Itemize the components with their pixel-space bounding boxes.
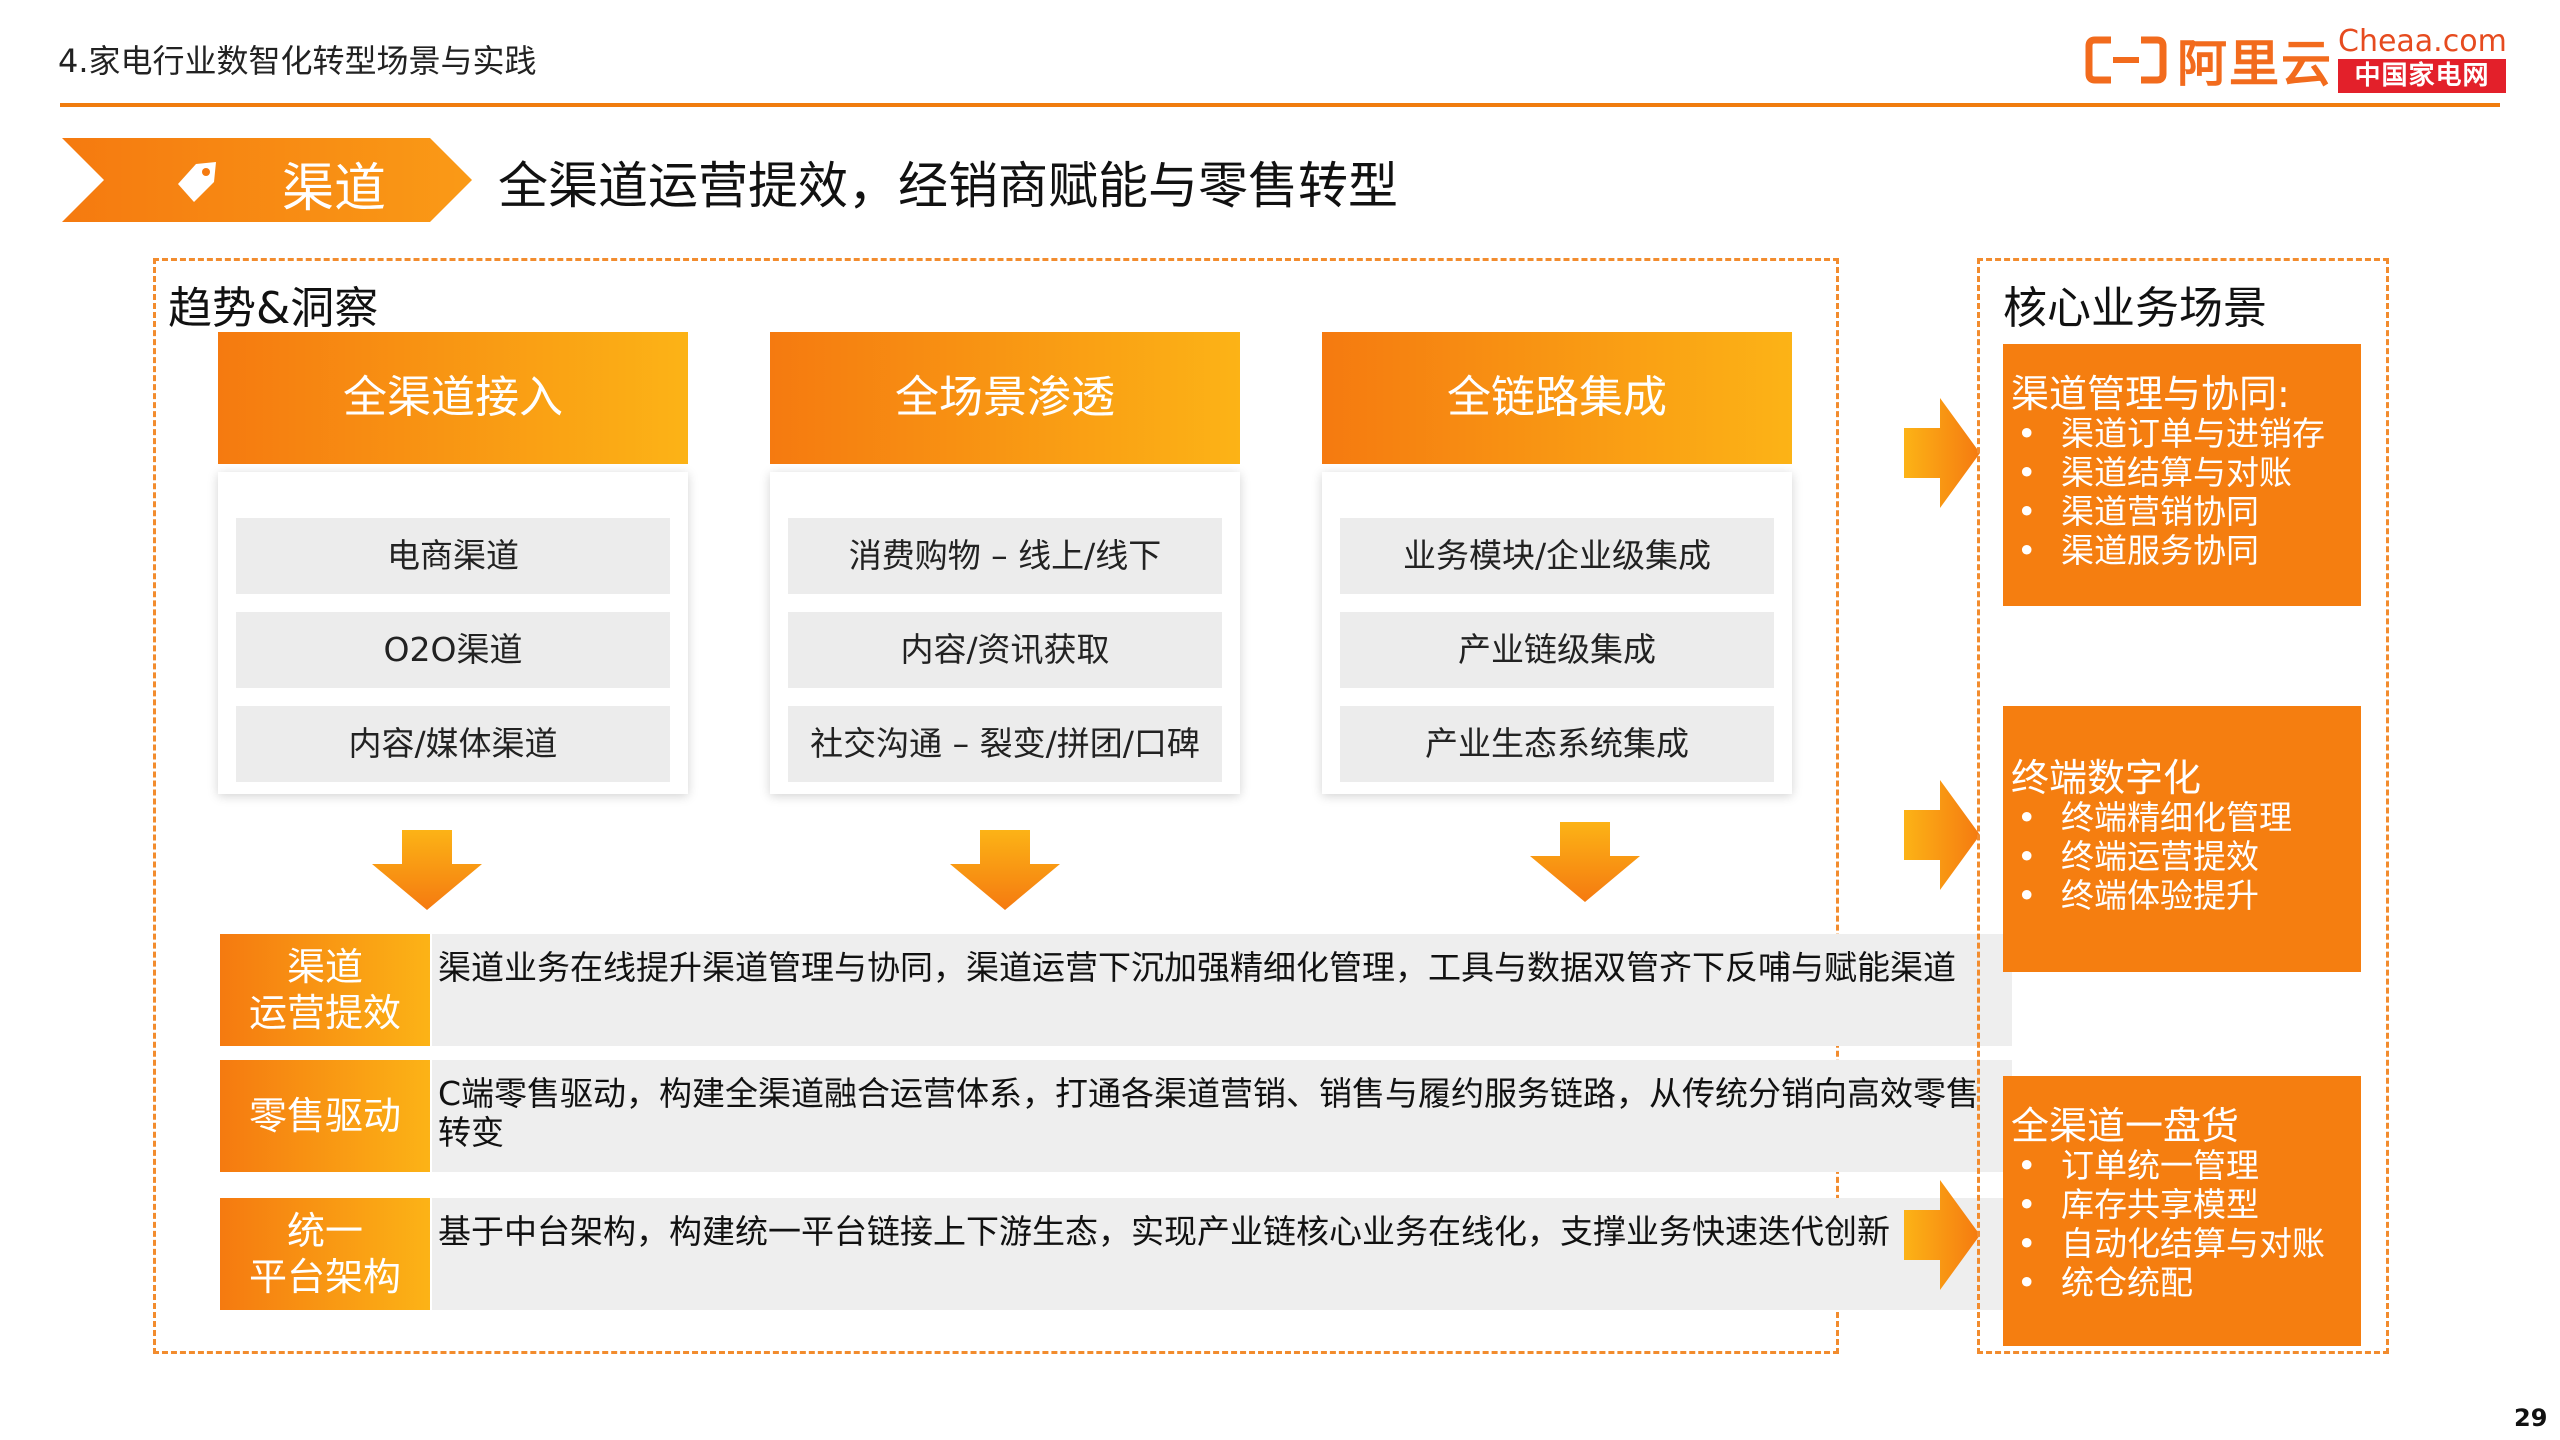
scene-card-3-item: 自动化结算与对账 bbox=[2011, 1224, 2353, 1263]
header-divider bbox=[60, 103, 2500, 107]
column-card-1: 电商渠道 O2O渠道 内容/媒体渠道 bbox=[218, 472, 688, 794]
column-3-item-2: 产业链级集成 bbox=[1340, 612, 1774, 688]
column-2-item-1: 消费购物 – 线上/线下 bbox=[788, 518, 1222, 594]
row-label-2: 零售驱动 bbox=[220, 1060, 430, 1172]
column-1-item-3: 内容/媒体渠道 bbox=[236, 706, 670, 782]
channel-tag-label: 渠道 bbox=[282, 159, 387, 219]
right-arrow-icon bbox=[1904, 1180, 1980, 1290]
aliyun-logo-text: 阿里云 bbox=[2177, 35, 2333, 93]
scene-card-1-item: 渠道订单与进销存 bbox=[2011, 414, 2353, 453]
aliyun-logo-icon bbox=[2085, 36, 2167, 84]
section-title: 4.家电行业数智化转型场景与实践 bbox=[58, 42, 537, 80]
channel-tag: 渠道 bbox=[62, 138, 472, 222]
cheaa-logo: Cheaa.com 中国家电网 bbox=[2338, 24, 2507, 93]
row-label-1-line2: 运营提效 bbox=[248, 991, 401, 1035]
down-arrow-icon bbox=[372, 830, 482, 910]
scenes-panel bbox=[1977, 258, 2389, 1354]
row-label-3-line1: 统一 bbox=[286, 1209, 363, 1253]
cheaa-logo-en: Cheaa.com bbox=[2338, 24, 2507, 59]
scene-card-2-item: 终端体验提升 bbox=[2011, 876, 2353, 915]
row-label-3: 统一平台架构 bbox=[220, 1198, 430, 1310]
row-text-3: 基于中台架构，构建统一平台链接上下游生态，实现产业链核心业务在线化，支撑业务快速… bbox=[432, 1198, 2012, 1310]
right-arrow-icon bbox=[1904, 398, 1980, 508]
column-header-3: 全链路集成 bbox=[1322, 332, 1792, 464]
scene-card-1-item: 渠道服务协同 bbox=[2011, 531, 2353, 570]
scene-card-3-item: 统仓统配 bbox=[2011, 1263, 2353, 1302]
scene-card-2: 终端数字化 终端精细化管理 终端运营提效 终端体验提升 bbox=[2003, 706, 2361, 972]
right-arrow-icon bbox=[1904, 780, 1980, 890]
scene-card-2-item: 终端运营提效 bbox=[2011, 837, 2353, 876]
page-number: 29 bbox=[2514, 1404, 2548, 1432]
trends-title: 趋势&洞察 bbox=[168, 283, 379, 334]
headline: 全渠道运营提效，经销商赋能与零售转型 bbox=[498, 157, 1398, 215]
row-label-1-line1: 渠道 bbox=[286, 945, 363, 989]
row-label-2-line1: 零售驱动 bbox=[248, 1094, 401, 1138]
column-header-1: 全渠道接入 bbox=[218, 332, 688, 464]
scene-card-2-title: 终端数字化 bbox=[2011, 756, 2202, 800]
column-card-2: 消费购物 – 线上/线下 内容/资讯获取 社交沟通 – 裂变/拼团/口碑 bbox=[770, 472, 1240, 794]
scene-card-3-title: 全渠道一盘货 bbox=[2011, 1104, 2240, 1148]
scene-card-1-title: 渠道管理与协同: bbox=[2011, 372, 2290, 416]
column-2-item-3: 社交沟通 – 裂变/拼团/口碑 bbox=[788, 706, 1222, 782]
trends-panel bbox=[153, 258, 1839, 1354]
scene-card-1-item: 渠道营销协同 bbox=[2011, 492, 2353, 531]
column-header-2: 全场景渗透 bbox=[770, 332, 1240, 464]
down-arrow-icon bbox=[950, 830, 1060, 910]
column-1-item-2: O2O渠道 bbox=[236, 612, 670, 688]
scene-card-3-item: 订单统一管理 bbox=[2011, 1146, 2353, 1185]
scene-card-2-item: 终端精细化管理 bbox=[2011, 798, 2353, 837]
scene-card-3: 全渠道一盘货 订单统一管理 库存共享模型 自动化结算与对账 统仓统配 bbox=[2003, 1076, 2361, 1346]
price-tag-icon bbox=[170, 156, 222, 208]
column-3-item-3: 产业生态系统集成 bbox=[1340, 706, 1774, 782]
cheaa-logo-cn: 中国家电网 bbox=[2338, 59, 2506, 93]
scene-card-3-item: 库存共享模型 bbox=[2011, 1185, 2353, 1224]
column-card-3: 业务模块/企业级集成 产业链级集成 产业生态系统集成 bbox=[1322, 472, 1792, 794]
column-3-item-1: 业务模块/企业级集成 bbox=[1340, 518, 1774, 594]
column-2-item-2: 内容/资讯获取 bbox=[788, 612, 1222, 688]
scenes-title: 核心业务场景 bbox=[2003, 283, 2267, 334]
row-label-1: 渠道运营提效 bbox=[220, 934, 430, 1046]
row-text-2: C端零售驱动，构建全渠道融合运营体系，打通各渠道营销、销售与履约服务链路，从传统… bbox=[432, 1060, 2012, 1172]
row-label-3-line2: 平台架构 bbox=[248, 1255, 401, 1299]
column-1-item-1: 电商渠道 bbox=[236, 518, 670, 594]
down-arrow-icon bbox=[1530, 822, 1640, 902]
row-text-1: 渠道业务在线提升渠道管理与协同，渠道运营下沉加强精细化管理，工具与数据双管齐下反… bbox=[432, 934, 2012, 1046]
scene-card-1-item: 渠道结算与对账 bbox=[2011, 453, 2353, 492]
scene-card-1: 渠道管理与协同: 渠道订单与进销存 渠道结算与对账 渠道营销协同 渠道服务协同 bbox=[2003, 344, 2361, 606]
aliyun-logo: 阿里云 bbox=[2085, 30, 2333, 93]
